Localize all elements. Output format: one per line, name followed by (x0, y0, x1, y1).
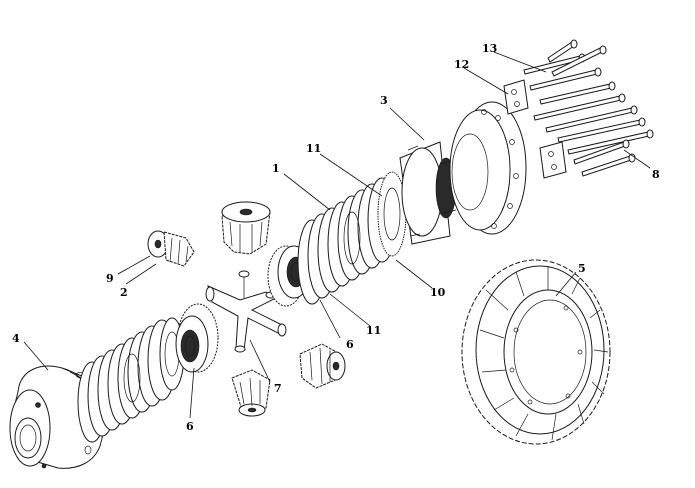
callout-9: 9 (106, 272, 114, 285)
callout-3: 3 (380, 94, 388, 107)
callout-12: 12 (454, 58, 469, 71)
clutch-plate-stack-right (297, 171, 407, 305)
ring-gear (461, 259, 611, 445)
cross-shaft-spider (205, 270, 287, 353)
pinion-gear-bottom (231, 369, 271, 417)
callout-8: 8 (652, 168, 660, 181)
pinion-gear-left (147, 230, 195, 267)
callout-1: 1 (272, 162, 280, 175)
lock-plates (503, 79, 567, 179)
callout-13: 13 (482, 42, 497, 55)
side-gear-left (175, 303, 219, 373)
callout-5: 5 (578, 262, 586, 275)
leader-lines (23, 51, 651, 419)
clutch-plate-stack-left (77, 317, 185, 443)
callout-6-upper: 6 (346, 338, 354, 351)
differential-case-right (399, 101, 527, 245)
callout-4: 4 (12, 332, 20, 345)
pinion-gear-top (221, 201, 271, 255)
callout-11-lower: 11 (366, 324, 381, 337)
callout-10: 10 (430, 286, 446, 299)
pinion-gear-right (299, 343, 346, 389)
callout-2: 2 (120, 286, 128, 299)
bolt-set (523, 39, 654, 177)
callout-7: 7 (274, 382, 282, 395)
callout-6-lower: 6 (186, 420, 194, 433)
callout-11-upper: 11 (306, 142, 321, 155)
